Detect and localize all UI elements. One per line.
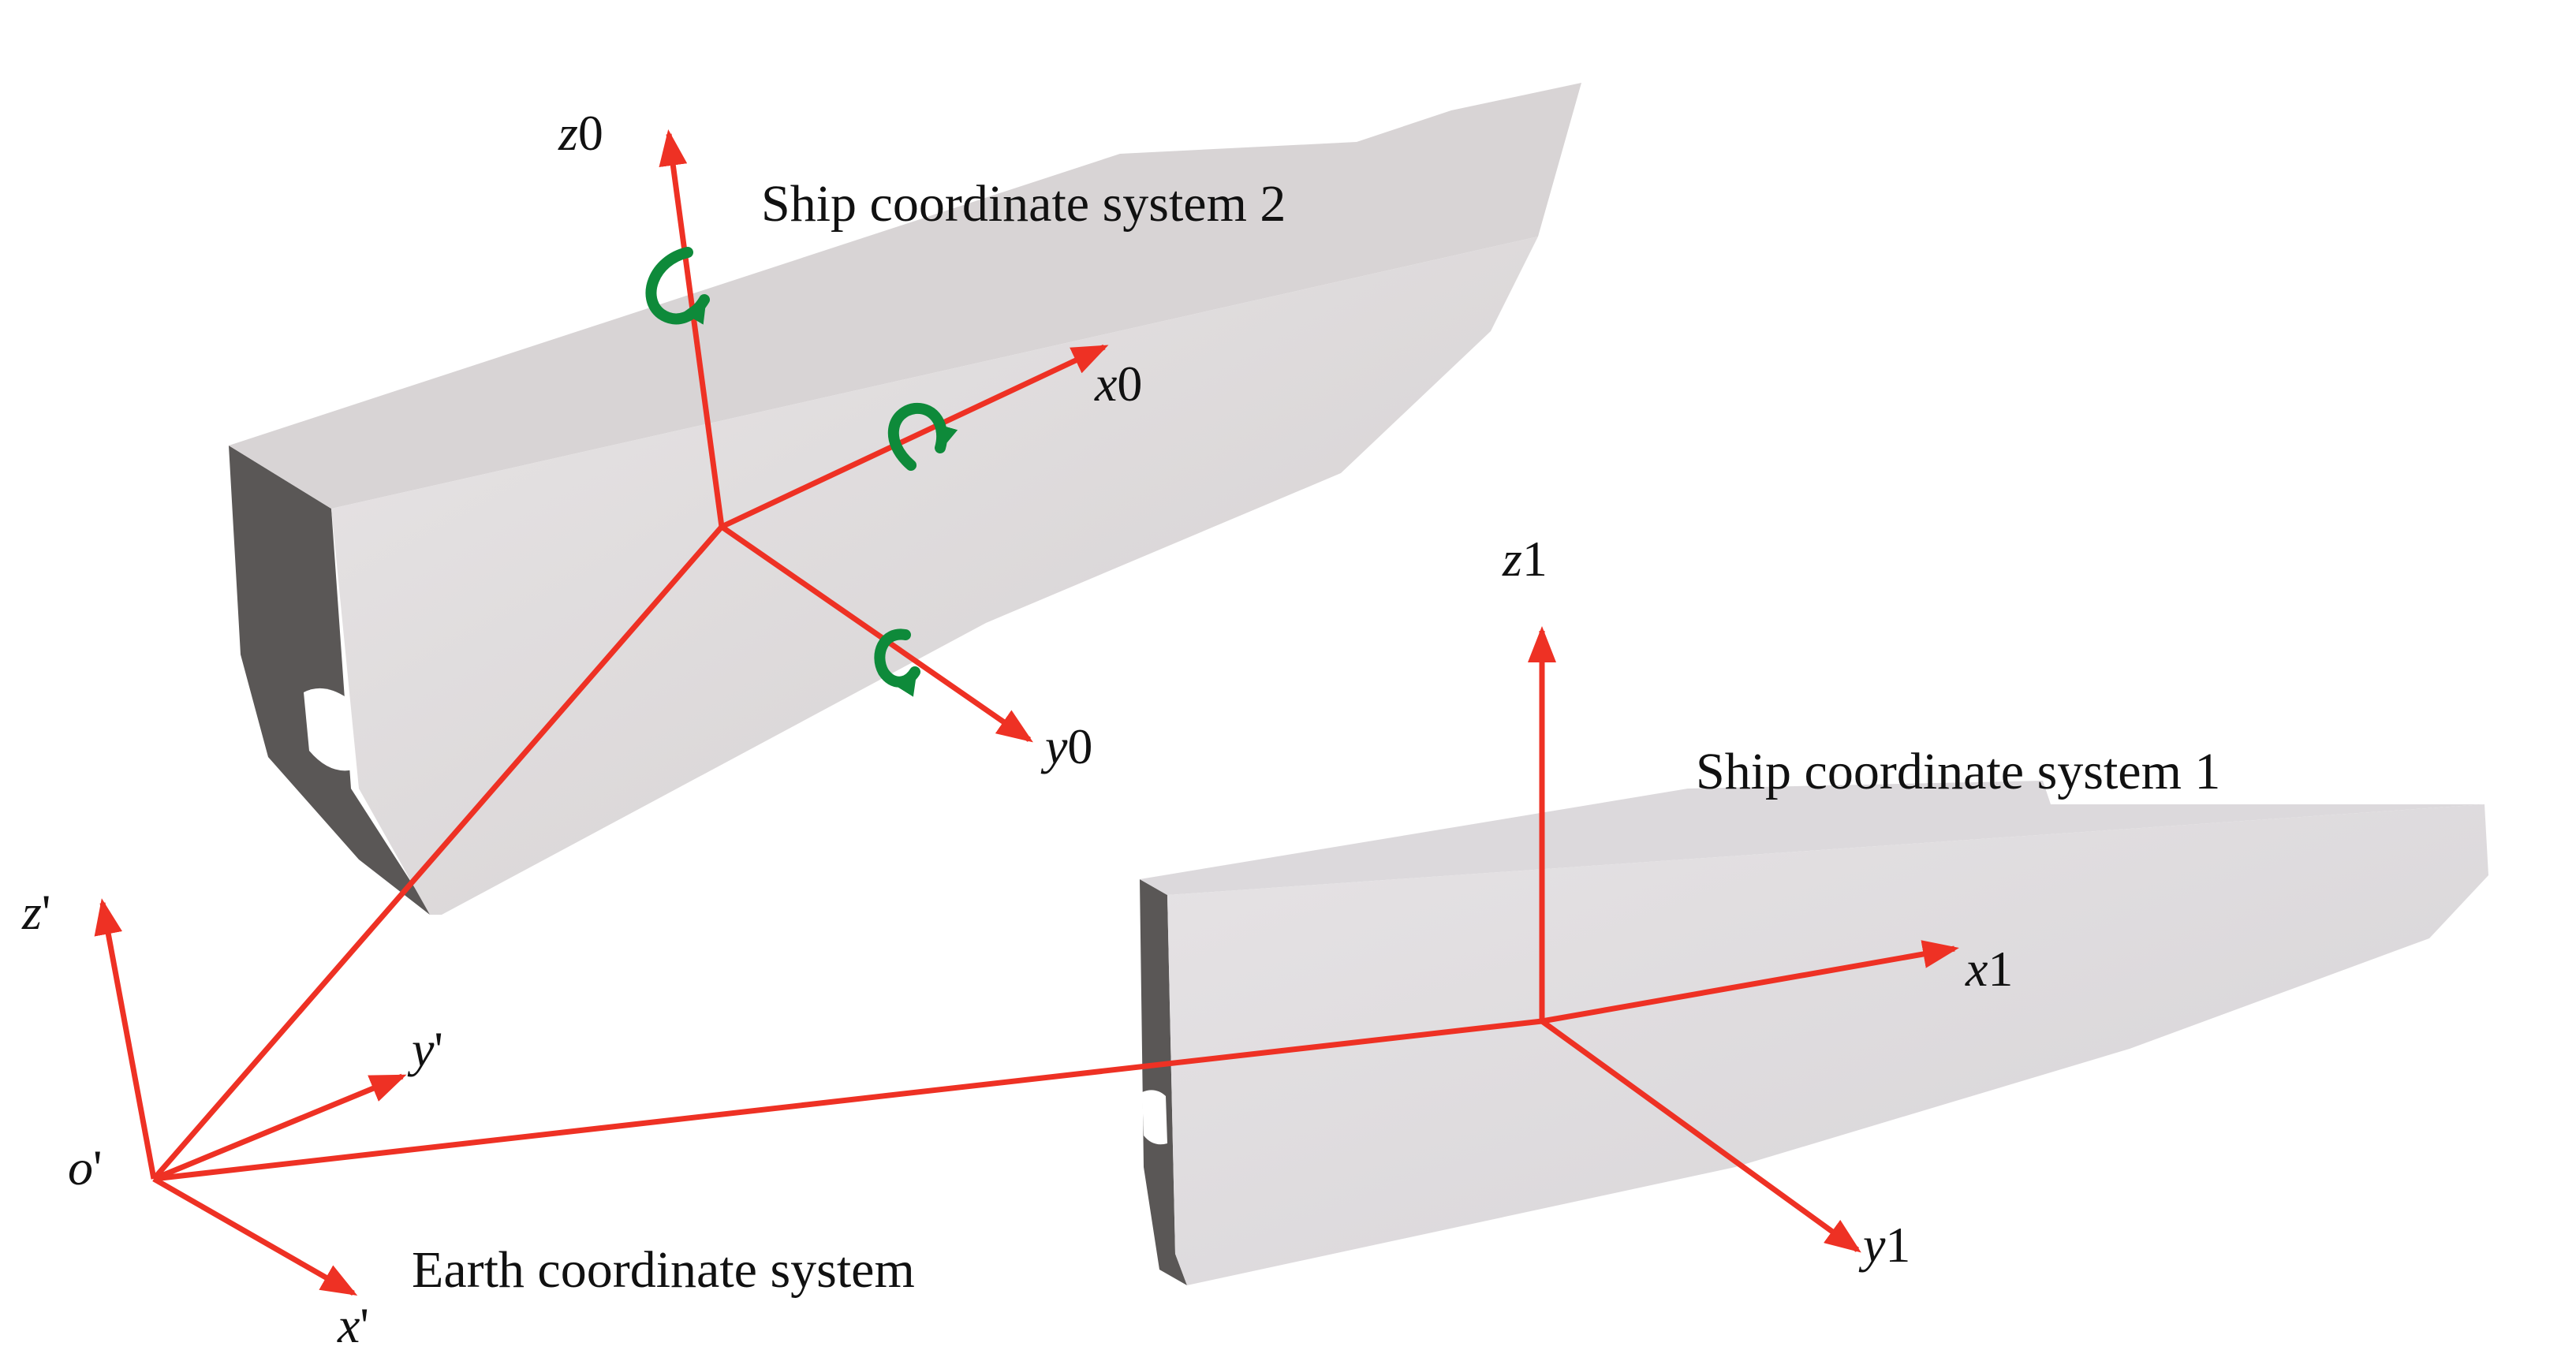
- ship2-z-label: z0: [558, 105, 603, 161]
- ship-1-stern-notch: [1142, 1090, 1167, 1145]
- earth-to-ship1-line: [153, 1018, 1543, 1182]
- ship2-x-axis: [720, 344, 1109, 530]
- ship1-x-label: x1: [1965, 941, 2013, 997]
- earth-z-letter: z: [21, 884, 42, 940]
- ship2-z-index: 0: [578, 105, 603, 161]
- ship1-y-axis: [1540, 1019, 1861, 1253]
- ship-hull-2: [229, 83, 1581, 915]
- ship1-y-index: 1: [1885, 1217, 1910, 1273]
- earth-title: Earth coordinate system: [412, 1241, 915, 1299]
- earth-o-letter: o: [68, 1139, 93, 1195]
- earth-axes: [94, 898, 407, 1296]
- pitch-rotation-icon: [874, 628, 920, 697]
- earth-x-axis: [152, 1176, 358, 1296]
- ship1-y-label: y1: [1858, 1217, 1910, 1273]
- earth-z-label: z': [21, 884, 50, 940]
- ship2-y-label: y0: [1040, 718, 1092, 774]
- ship2-y-axis: [720, 524, 1033, 743]
- ship1-axes: [1528, 626, 1959, 1253]
- ship-2-side: [331, 237, 1538, 915]
- ship-1-deck: [1140, 781, 2485, 895]
- ship-hull-1: [1140, 781, 2488, 1285]
- earth-y-letter: y: [407, 1021, 435, 1077]
- earth-y-prime: ': [434, 1021, 443, 1077]
- ship2-x-label: x0: [1094, 356, 1142, 412]
- earth-z-axis: [94, 898, 157, 1180]
- ship2-x-letter: x: [1094, 356, 1117, 412]
- ship1-x-index: 1: [1988, 941, 2013, 997]
- ship2-z-axis: [659, 129, 725, 528]
- ship2-title: Ship coordinate system 2: [761, 175, 1286, 233]
- ship1-x-letter: x: [1965, 941, 1988, 997]
- ship2-y-index: 0: [1067, 718, 1092, 774]
- ship-2-deck: [229, 83, 1581, 509]
- ship-1-side: [1167, 804, 2488, 1285]
- earth-to-ship2-line: [151, 524, 724, 1181]
- yaw-rotation-icon: [645, 247, 710, 325]
- ship2-z-letter: z: [558, 105, 578, 161]
- ship2-x-index: 0: [1117, 356, 1142, 412]
- ship1-x-axis: [1541, 940, 1959, 1024]
- ship-2-stern-notch: [304, 688, 357, 771]
- ship-2-transom: [229, 446, 430, 915]
- ship1-y-letter: y: [1858, 1217, 1886, 1273]
- ship-1-transom: [1140, 879, 1187, 1285]
- earth-origin-label: o': [68, 1139, 103, 1195]
- earth-y-label: y': [407, 1021, 443, 1077]
- ship2-y-letter: y: [1040, 718, 1068, 774]
- earth-x-label: x': [337, 1297, 369, 1350]
- earth-x-letter: x: [337, 1297, 360, 1350]
- ship1-z-label: z1: [1502, 531, 1547, 587]
- earth-y-axis: [152, 1073, 407, 1182]
- ship1-z-letter: z: [1502, 531, 1522, 587]
- earth-o-prime: ': [93, 1139, 103, 1195]
- earth-x-prime: ': [360, 1297, 369, 1350]
- earth-z-prime: ': [42, 884, 51, 940]
- ship1-title: Ship coordinate system 1: [1696, 743, 2220, 800]
- ship1-z-index: 1: [1522, 531, 1547, 587]
- roll-rotation-icon: [887, 402, 958, 471]
- ship2-axes: [659, 129, 1109, 743]
